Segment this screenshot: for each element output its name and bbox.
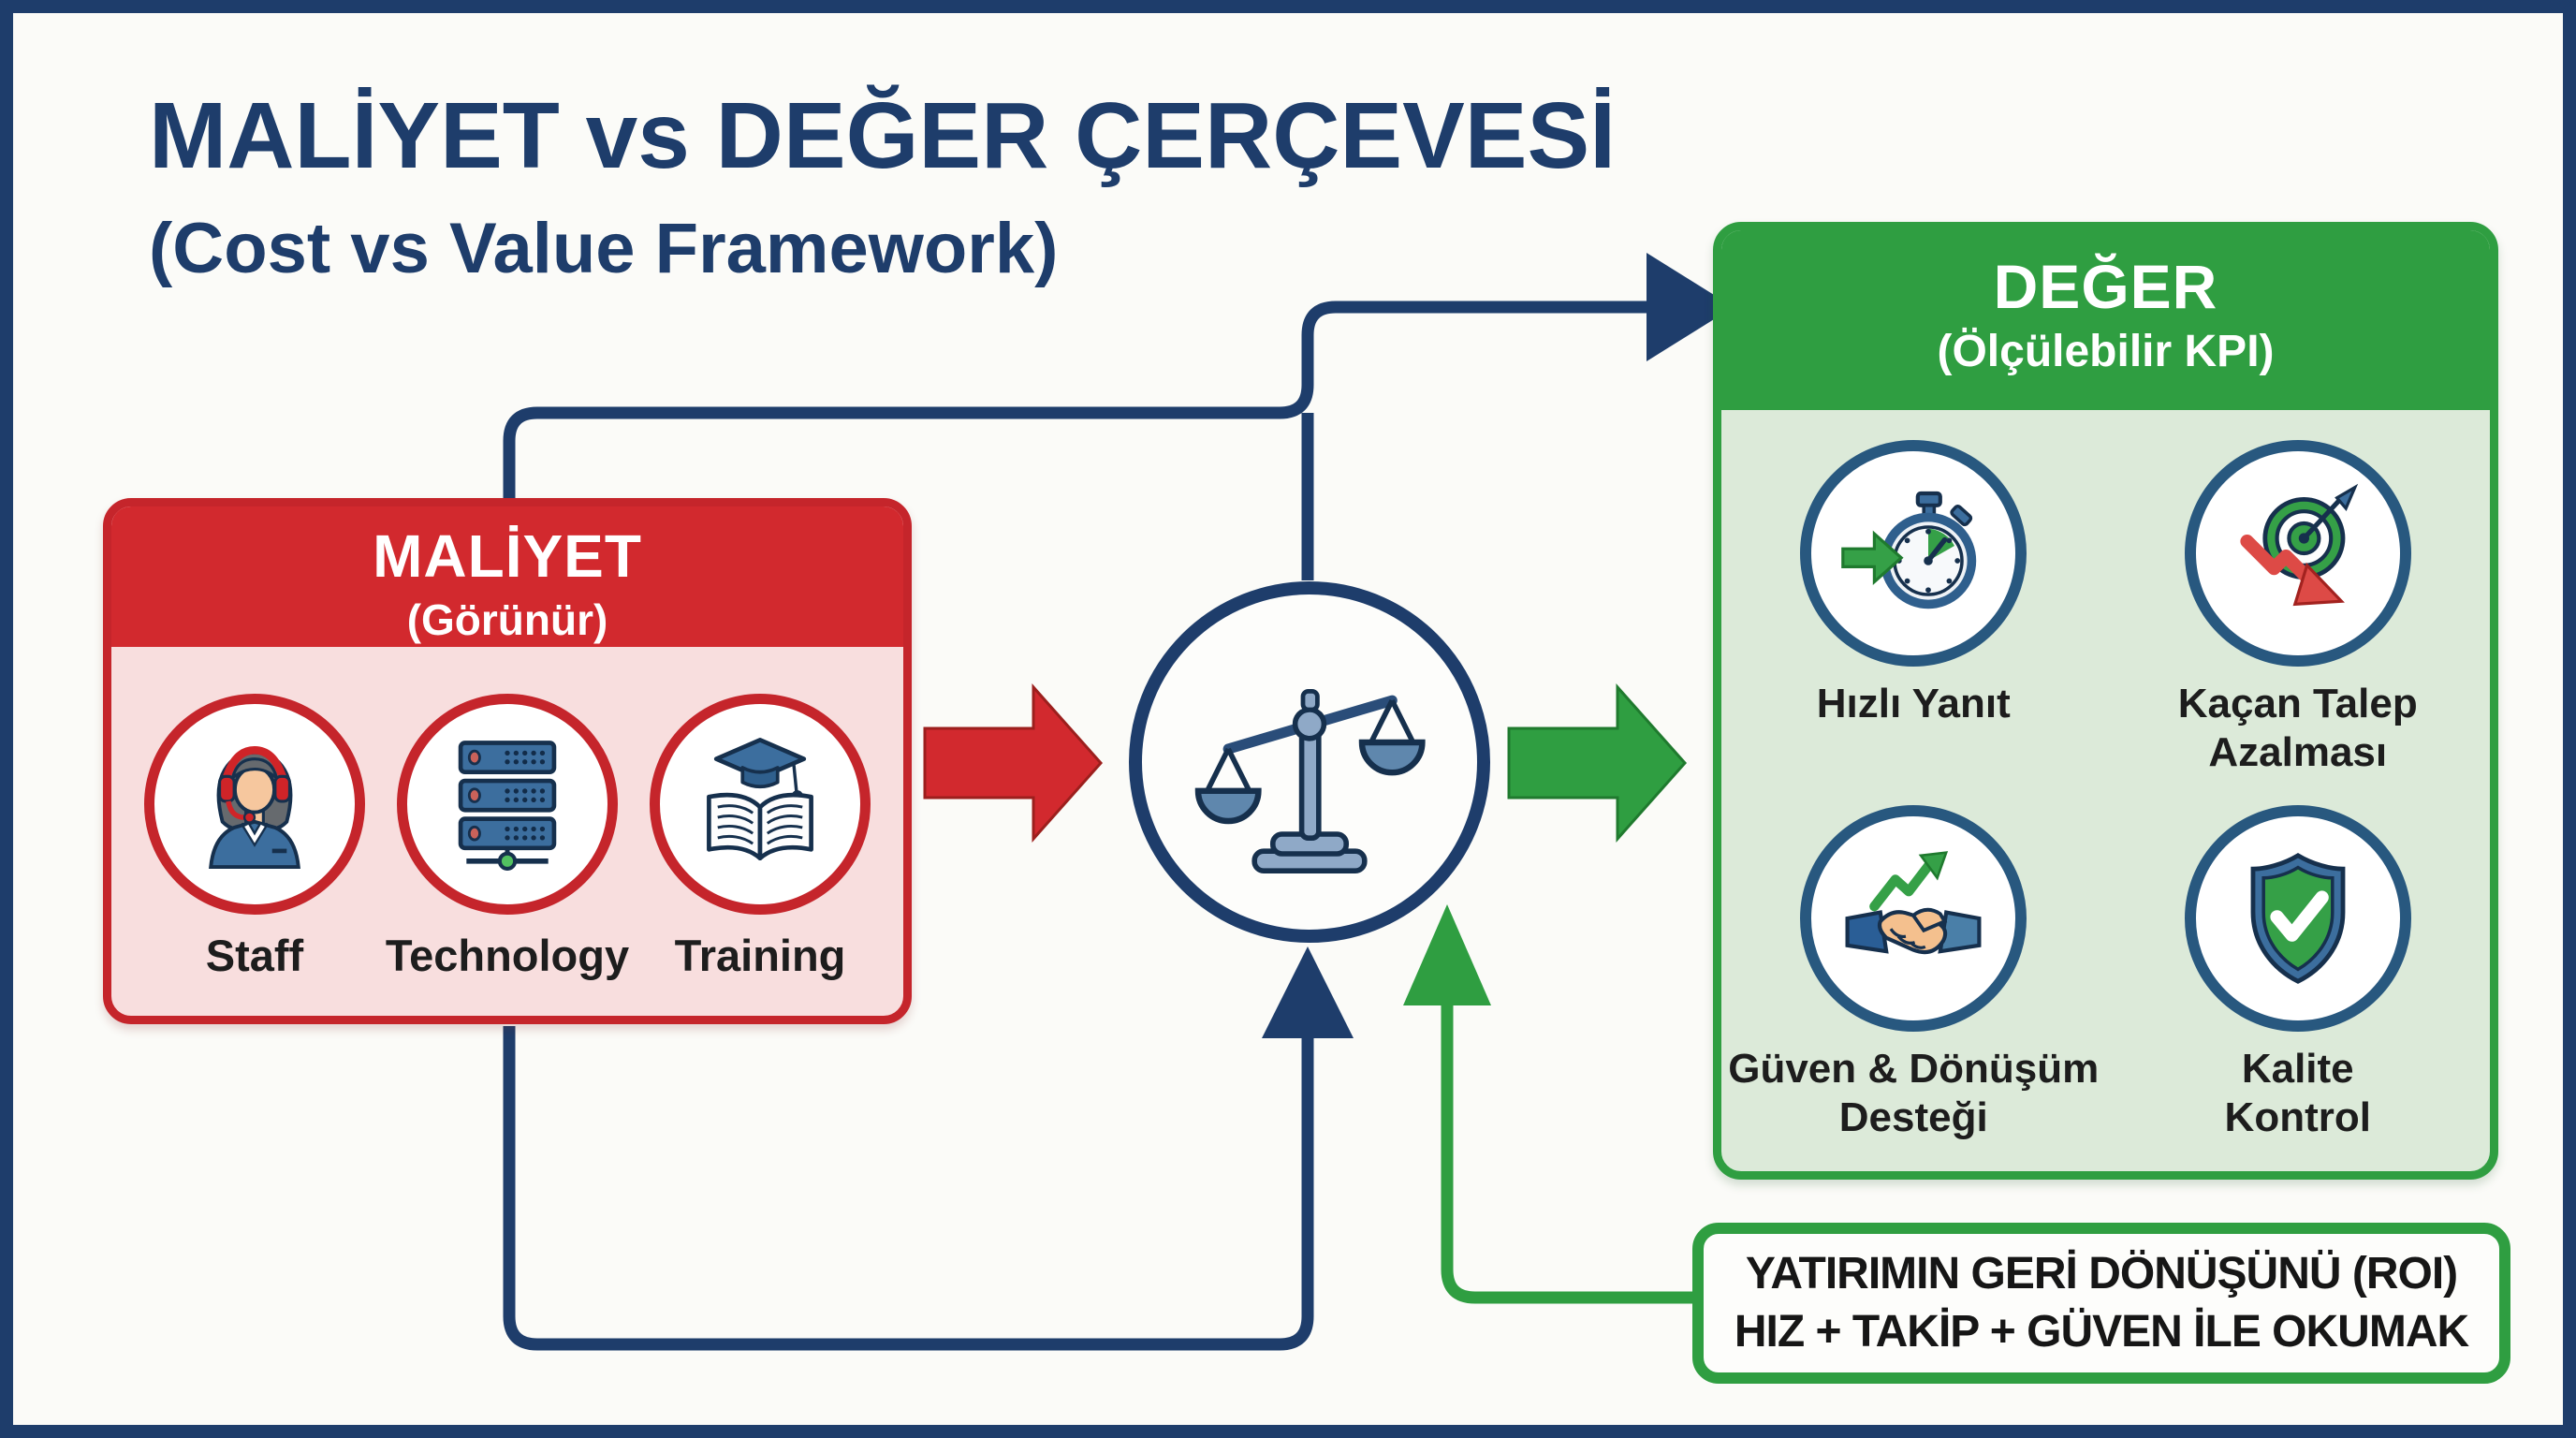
value-item-trust-conversion: Güven & Dönüşüm Desteği bbox=[1721, 804, 2106, 1142]
cost-item-label: Technology bbox=[385, 931, 630, 980]
cost-to-value-top-connector bbox=[503, 301, 1647, 502]
value-item-missed-demand: Kaçan Talep Azalması bbox=[2106, 440, 2491, 777]
page-subtitle: (Cost vs Value Framework) bbox=[149, 209, 1059, 288]
cost-items-row: Staff bbox=[111, 647, 903, 981]
cost-item-label: Training bbox=[674, 931, 846, 980]
cost-item-label: Staff bbox=[205, 931, 304, 980]
value-item-label: Kalite Kontrol bbox=[2224, 1045, 2371, 1140]
shield-check-icon bbox=[2250, 852, 2346, 984]
server-stack-icon bbox=[458, 741, 557, 871]
support-agent-icon bbox=[209, 745, 300, 870]
connector-lines bbox=[503, 253, 1734, 1351]
staff-circle bbox=[144, 694, 365, 915]
value-box: DEĞER (Ölçülebilir KPI) bbox=[1713, 222, 2498, 1180]
cost-box-header: MALİYET (Görünür) bbox=[111, 506, 903, 647]
balance-scale-icon bbox=[1194, 689, 1426, 873]
roi-arrowhead bbox=[1403, 904, 1491, 1005]
missed-demand-circle bbox=[2184, 440, 2411, 667]
cost-box-title: MALİYET bbox=[373, 522, 642, 590]
cost-to-scale-bottom-connector bbox=[503, 1026, 1314, 1351]
value-box-header: DEĞER (Ölçülebilir KPI) bbox=[1721, 230, 2490, 410]
scale-bottom-arrowhead bbox=[1262, 946, 1354, 1038]
value-box-title: DEĞER bbox=[1993, 252, 2218, 321]
roi-note-line1: YATIRIMIN GERİ DÖNÜŞÜNÜ (ROI) bbox=[1745, 1248, 2458, 1299]
roi-note-box: YATIRIMIN GERİ DÖNÜŞÜNÜ (ROI) HIZ + TAKİ… bbox=[1692, 1223, 2510, 1384]
trust-conversion-circle bbox=[1800, 804, 2027, 1032]
cost-arrow bbox=[923, 683, 1104, 843]
page-title: MALİYET vs DEĞER ÇERÇEVESİ bbox=[149, 83, 1616, 188]
value-item-label: Hızlı Yanıt bbox=[1816, 681, 2011, 726]
fast-response-circle bbox=[1800, 440, 2027, 667]
roi-to-scale-connector bbox=[1441, 1004, 1694, 1304]
roi-note-line2: HIZ + TAKİP + GÜVEN İLE OKUMAK bbox=[1734, 1307, 2469, 1357]
technology-circle bbox=[397, 694, 618, 915]
value-item-fast-response: Hızlı Yanıt bbox=[1721, 440, 2106, 777]
cost-box: MALİYET (Görünür) bbox=[103, 498, 912, 1024]
cost-item-technology: Technology bbox=[381, 694, 634, 981]
value-item-label: Kaçan Talep Azalması bbox=[2177, 681, 2418, 775]
balance-circle bbox=[1129, 581, 1490, 943]
value-top-arrowhead bbox=[1647, 253, 1734, 361]
value-item-quality-control: Kalite Kontrol bbox=[2106, 804, 2491, 1142]
target-decline-icon bbox=[2240, 483, 2358, 607]
stopwatch-icon bbox=[1841, 491, 1977, 609]
graduation-book-icon bbox=[707, 738, 813, 861]
cost-box-subtitle: (Görünür) bbox=[406, 595, 608, 644]
cost-item-training: Training bbox=[634, 694, 886, 981]
handshake-growth-icon bbox=[1845, 850, 1982, 954]
value-items-grid: Hızlı Yanıt bbox=[1721, 410, 2490, 1142]
cost-item-staff: Staff bbox=[128, 694, 381, 981]
value-arrow bbox=[1507, 683, 1688, 843]
value-box-subtitle: (Ölçülebilir KPI) bbox=[1937, 327, 2275, 376]
quality-control-circle bbox=[2184, 804, 2411, 1032]
value-item-label: Güven & Dönüşüm Desteği bbox=[1728, 1045, 2100, 1140]
training-circle bbox=[650, 694, 871, 915]
